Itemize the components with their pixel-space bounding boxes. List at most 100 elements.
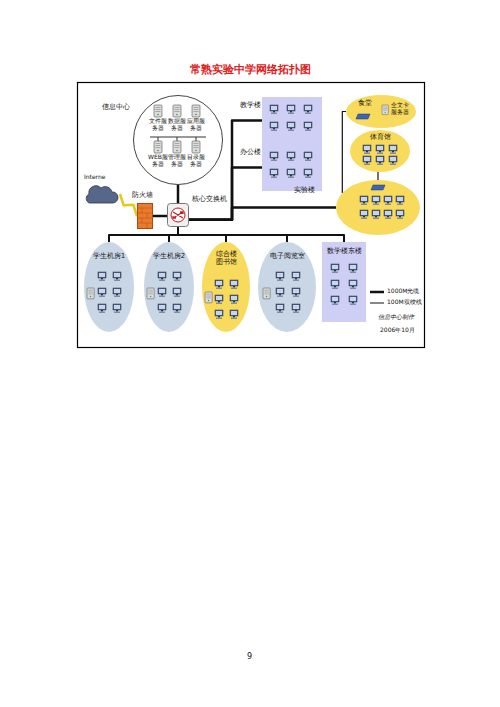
node-label: 文件服务器 (148, 118, 168, 132)
computer-icon (372, 210, 380, 219)
computer-icon (215, 295, 223, 304)
node-label: 数据服务器 (167, 118, 187, 132)
switch-body (168, 204, 189, 227)
computer-icon (158, 288, 166, 297)
computer-icon (331, 264, 339, 273)
legend: 1000M光缆 100M双绞线 (370, 286, 422, 308)
computer-icon (384, 210, 392, 219)
legend-entry: 1000M光缆 (370, 286, 422, 297)
computer-icon (292, 288, 300, 297)
server: 文件服务器 (148, 105, 168, 135)
computer-icon (173, 288, 181, 297)
title-box: 常熟实验中学网络拓扑图 (0, 64, 500, 77)
node-label: Interne (84, 174, 105, 181)
computer-icon (276, 304, 284, 313)
legend-sample (370, 299, 385, 307)
credit-note: 信息中心制作 (378, 314, 414, 321)
area-outline (262, 144, 322, 191)
area-outline (258, 242, 316, 332)
area-outline (346, 95, 416, 128)
server-icon (154, 141, 162, 153)
server-bus (177, 137, 178, 141)
server: 应用服务器 (186, 105, 206, 135)
building-area: 体育馆 (350, 130, 410, 172)
computer-icon (287, 122, 295, 131)
computer-icon (287, 105, 295, 114)
node-label: 管理服务器 (167, 154, 187, 168)
computer-icon (287, 152, 295, 161)
network-link (169, 227, 178, 242)
computer-icon (292, 304, 300, 313)
brick-line (142, 218, 143, 223)
computer-icon (389, 145, 397, 154)
brick-line (147, 213, 148, 218)
area-outline (202, 242, 250, 332)
info-center: 信息中心文件服务器数据服务器应用服务器WEB服务器管理服务器目录服务器 (133, 95, 223, 185)
computer-icon (215, 310, 223, 319)
core-switch: 核心交换机 (167, 203, 189, 227)
computer-icon (363, 145, 371, 154)
server-icon (87, 288, 94, 299)
computer-icon (396, 210, 404, 219)
computer-icon (363, 156, 371, 165)
computer-icon (292, 272, 300, 281)
brick-line (138, 218, 153, 219)
node-label: 学生机房1 (93, 252, 125, 260)
computer-icon (287, 169, 295, 178)
server-icon (147, 288, 154, 299)
node-label: 全文卡服务器 (390, 102, 410, 116)
node-label: 核心交换机 (192, 195, 227, 203)
legend-sample (370, 288, 385, 296)
computer-icon (304, 105, 312, 114)
server: WEB服务器 (148, 141, 168, 171)
computer-icon (158, 272, 166, 281)
computer-icon (372, 196, 380, 205)
computer-icon (270, 105, 278, 114)
computer-icon (304, 169, 312, 178)
computer-icon (270, 169, 278, 178)
cloud-icon (86, 186, 118, 203)
network-link (189, 208, 336, 220)
firewall-icon (138, 204, 153, 229)
computer-icon (173, 272, 181, 281)
legend-text: 1000M光缆 (387, 288, 419, 295)
node-label: 信息中心 (102, 103, 130, 111)
network-link (109, 227, 178, 242)
building-area: 数学楼东楼 (322, 242, 366, 322)
computer-icon (276, 288, 284, 297)
area-outline (84, 242, 134, 332)
server: 数据服务器 (167, 105, 187, 135)
network-link (177, 185, 180, 203)
node-shape (336, 180, 420, 235)
node-shape (262, 144, 322, 191)
legend-line (370, 290, 384, 293)
server-icon (205, 292, 212, 303)
computer-icon (173, 304, 181, 313)
switch-symbol (173, 212, 183, 218)
server-icon (192, 105, 200, 117)
building-area: 办公楼 (262, 144, 322, 191)
computer-icon (349, 296, 357, 305)
computer-icon (215, 280, 223, 289)
server: 目录服务器 (186, 141, 206, 171)
computer-icon (113, 272, 121, 281)
node-label: 学生机房2 (153, 252, 185, 260)
server: 全文卡服务器 (382, 100, 410, 124)
computer-icon (270, 152, 278, 161)
page-number: 9 (247, 652, 252, 661)
server-icon (192, 141, 200, 153)
server-icon (173, 105, 181, 117)
computer-icon (276, 272, 284, 281)
server-bus (196, 137, 197, 141)
node-label: 防火墙 (132, 191, 153, 199)
legend-entry: 100M双绞线 (370, 297, 422, 308)
server: 管理服务器 (167, 141, 187, 171)
building-area: 教学楼 (262, 97, 322, 144)
server-icon (173, 141, 181, 153)
internet-cloud: Interne (82, 184, 120, 204)
building-area: 综合楼 图书馆 (202, 242, 250, 332)
network-link (377, 172, 378, 180)
computer-icon (113, 304, 121, 313)
label-box: 2006年10月 (380, 327, 415, 334)
